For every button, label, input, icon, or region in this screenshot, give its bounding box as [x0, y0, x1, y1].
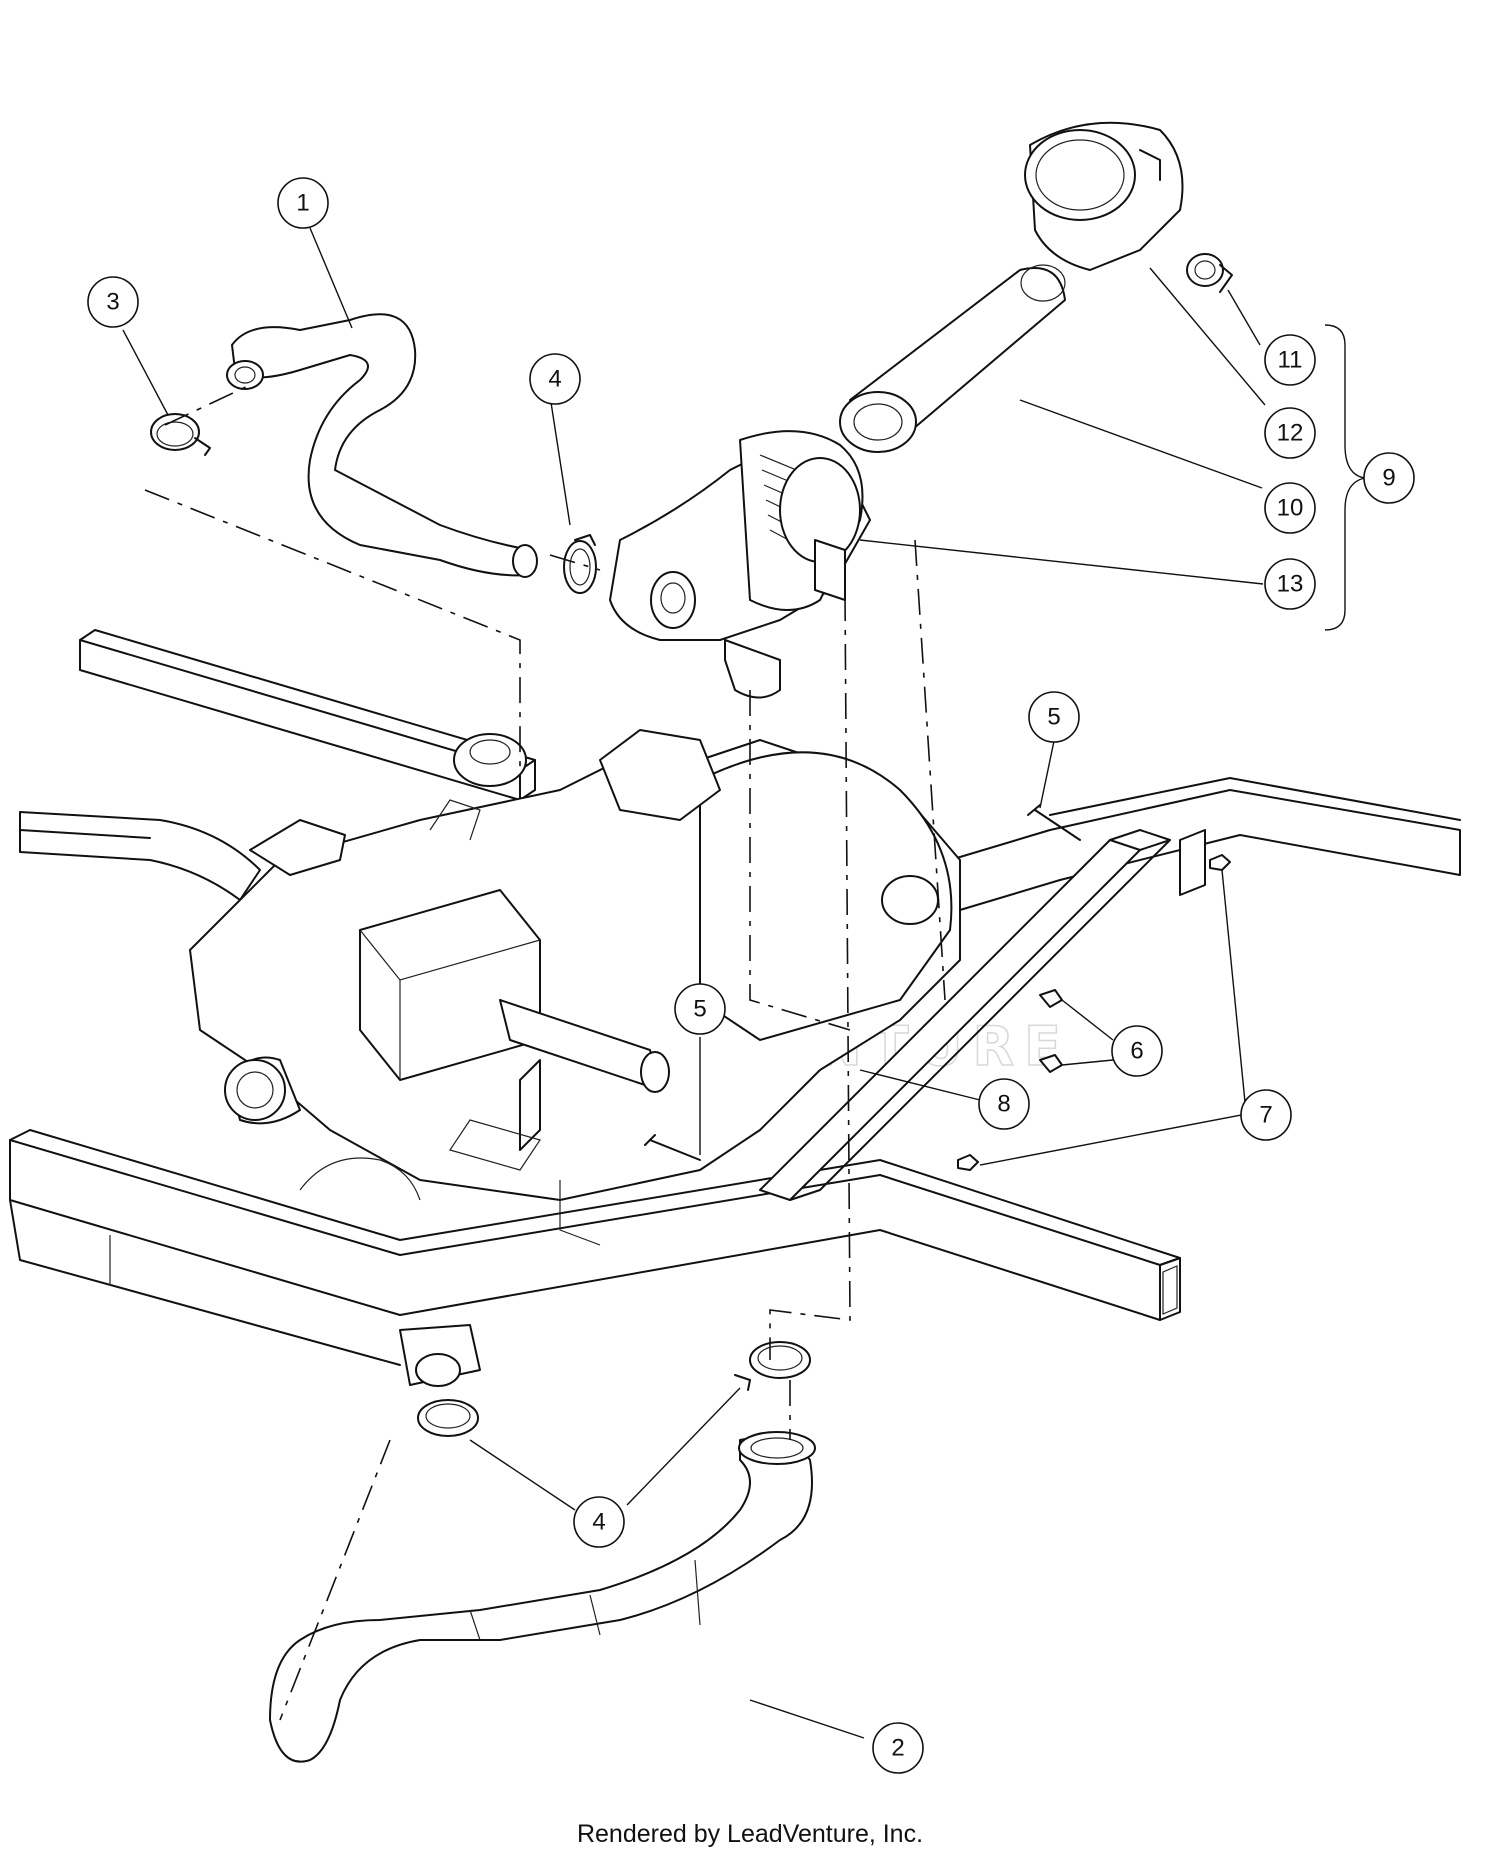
hose-clamp-4-lower-left [417, 1399, 479, 1437]
vacuator-valve-11 [1186, 253, 1233, 293]
callout-8: 8 [978, 1078, 1030, 1130]
bolt-5-center [644, 1134, 701, 1161]
hose-clamp-4-lower-right [734, 1341, 811, 1391]
callout-4-lower: 4 [573, 1496, 625, 1548]
callout-11: 11 [1264, 334, 1316, 386]
svg-text:12: 12 [1277, 420, 1304, 447]
svg-text:8: 8 [997, 1091, 1010, 1118]
svg-text:10: 10 [1277, 495, 1304, 522]
intake-port-fitting [399, 1324, 481, 1387]
svg-text:4: 4 [548, 366, 561, 393]
leader-lines [122, 227, 1266, 1739]
hose-clamp-3 [150, 413, 211, 456]
filter-element-10 [839, 264, 1066, 453]
svg-text:13: 13 [1277, 571, 1304, 598]
callout-12: 12 [1264, 407, 1316, 459]
cross-brace [759, 829, 1171, 1201]
frame-rail-main-lower [9, 1129, 1181, 1366]
bracket-plate [1179, 829, 1206, 896]
group-bracket-9 [1324, 324, 1366, 631]
callout-13: 13 [1264, 558, 1316, 610]
bolt-6-upper [1039, 989, 1063, 1008]
bolt-5-right [1027, 804, 1081, 841]
callout-4-upper: 4 [529, 353, 581, 405]
callout-5-right: 5 [1028, 691, 1080, 743]
callout-1: 1 [277, 177, 329, 229]
frame-rail-left-curve [19, 811, 261, 901]
svg-text:4: 4 [592, 1509, 605, 1536]
nut-7-right [1209, 854, 1231, 871]
svg-text:3: 3 [106, 289, 119, 316]
svg-text:11: 11 [1278, 347, 1303, 374]
air-cleaner-cover-12 [1024, 121, 1184, 271]
callout-10: 10 [1264, 482, 1316, 534]
engine-assembly [189, 729, 961, 1246]
callout-7: 7 [1240, 1089, 1292, 1141]
callout-3: 3 [87, 276, 139, 328]
nut-7-lower [957, 1154, 979, 1171]
callout-9: 9 [1363, 452, 1415, 504]
svg-text:6: 6 [1130, 1038, 1143, 1065]
svg-text:5: 5 [693, 996, 706, 1023]
svg-text:1: 1 [296, 190, 309, 217]
footer-credit: Rendered by LeadVenture, Inc. [576, 1820, 924, 1848]
air-cleaner-housing [609, 430, 871, 699]
callout-2: 2 [872, 1722, 924, 1774]
callout-6: 6 [1111, 1025, 1163, 1077]
frame-rail-right [949, 777, 1461, 911]
hose-clamp-4-upper [563, 534, 597, 594]
svg-text:2: 2 [891, 1735, 904, 1762]
lower-intake-hose [269, 1431, 816, 1763]
svg-text:7: 7 [1259, 1102, 1272, 1129]
upper-intake-hose [226, 313, 538, 578]
callout-5-center: 5 [674, 983, 726, 1035]
svg-text:9: 9 [1382, 465, 1395, 492]
assembly-guide-lines [144, 384, 946, 1721]
svg-text:5: 5 [1047, 704, 1060, 731]
